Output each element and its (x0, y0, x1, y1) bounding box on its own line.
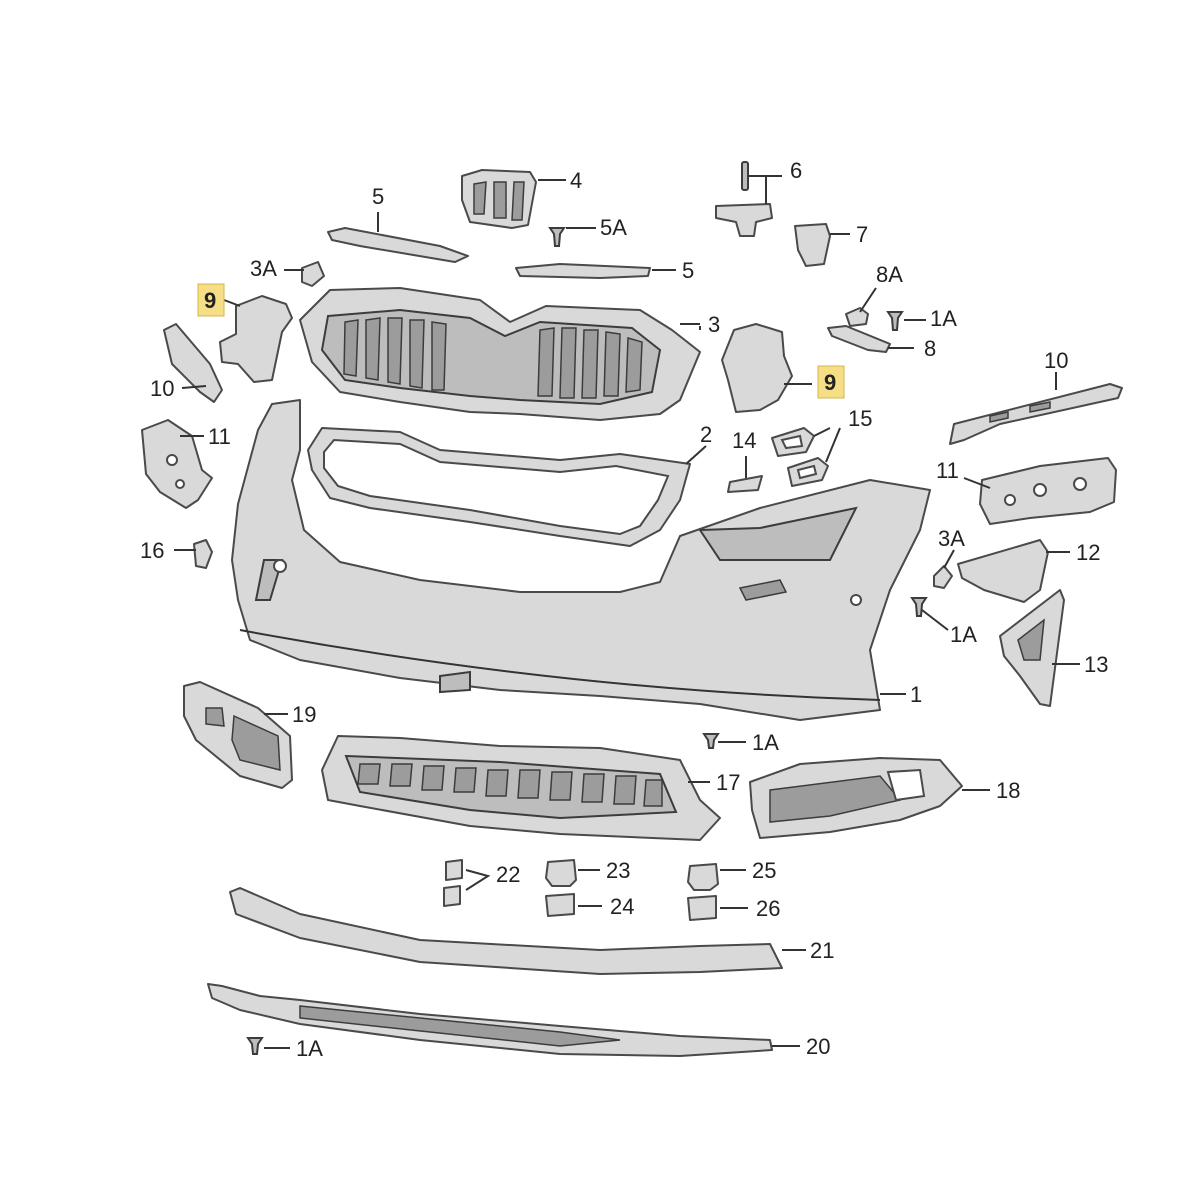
part-16-plug (193, 539, 213, 569)
part-1a-screw-upper (886, 311, 904, 331)
part-10-right-strip (949, 383, 1123, 445)
label-12: 12 (1076, 540, 1100, 565)
label-9-left: 9 (204, 288, 216, 313)
grille-vertical-bars (343, 317, 643, 399)
part-19-left-fog-grille (183, 681, 293, 789)
part-25-mount (687, 863, 719, 891)
label-6: 6 (790, 158, 802, 183)
part-3a-clip-upper (301, 261, 325, 287)
label-5-upper: 5 (372, 184, 384, 209)
label-1: 1 (910, 682, 922, 707)
part-5-middle-strip (515, 263, 651, 279)
part-18-right-fog-grille (749, 757, 963, 839)
label-5-middle: 5 (682, 258, 694, 283)
part-14-cover (727, 475, 763, 493)
part-5-upper-strip (327, 227, 469, 263)
label-1a-bottom: 1A (296, 1036, 323, 1061)
part-23-mount (545, 859, 577, 887)
part-21-spoiler-strip (229, 887, 783, 975)
label-19: 19 (292, 702, 316, 727)
label-15: 15 (848, 406, 872, 431)
highlight-9-left (197, 283, 225, 317)
label-16: 16 (140, 538, 164, 563)
label-1a-center: 1A (752, 730, 779, 755)
label-5a: 5A (600, 215, 627, 240)
part-5a-screw (548, 227, 566, 247)
label-17: 17 (716, 770, 740, 795)
label-8: 8 (924, 336, 936, 361)
label-8a: 8A (876, 262, 903, 287)
label-3a-upper: 3A (250, 256, 277, 281)
label-7: 7 (856, 222, 868, 247)
part-1a-screw-right (910, 597, 928, 617)
label-9-right: 9 (824, 370, 836, 395)
part-8-strip (827, 325, 891, 353)
label-13: 13 (1084, 652, 1108, 677)
label-4: 4 (570, 168, 582, 193)
part-20-under-tray (207, 983, 773, 1057)
part-2-grille-frame (307, 427, 691, 547)
part-3a-clip-lower (933, 565, 953, 589)
label-20: 20 (806, 1034, 830, 1059)
label-25: 25 (752, 858, 776, 883)
highlight-9-right (817, 365, 845, 399)
label-10-left: 10 (150, 376, 174, 401)
part-11-right-bracket (979, 457, 1117, 525)
part-26-mount (687, 895, 717, 921)
label-3: 3 (708, 312, 720, 337)
label-22: 22 (496, 862, 520, 887)
part-11-left-bracket (141, 419, 213, 509)
part-1-bumper-cover (231, 399, 931, 721)
lower-grille-mesh (357, 763, 663, 807)
label-10-right: 10 (1044, 348, 1068, 373)
part-4-air-guide (461, 169, 537, 229)
part-3-main-grille (299, 287, 701, 421)
part-10-left-strip (163, 323, 223, 403)
part-labels: 4 5 5A 5 6 7 8A 1A 8 3 3A 9 9 10 10 11 2… (140, 158, 1108, 1061)
part-12-bracket (957, 539, 1049, 603)
label-24: 24 (610, 894, 634, 919)
label-1a-upper: 1A (930, 306, 957, 331)
label-1a-right: 1A (950, 622, 977, 647)
part-6-sensor-holder (715, 161, 773, 237)
part-7-bracket (794, 223, 831, 267)
part-24-mount (545, 893, 575, 917)
label-23: 23 (606, 858, 630, 883)
part-22-clips (443, 859, 463, 907)
part-17-lower-grille (321, 735, 721, 841)
label-11-right: 11 (936, 458, 959, 483)
label-26: 26 (756, 896, 780, 921)
part-1a-screw-bottom (246, 1037, 264, 1055)
label-2: 2 (700, 422, 712, 447)
label-14: 14 (732, 428, 756, 453)
label-18: 18 (996, 778, 1020, 803)
label-3a-lower: 3A (938, 526, 965, 551)
part-1a-screw-center (702, 733, 720, 749)
part-8a-clip (845, 307, 869, 327)
part-9-left-bracket (219, 295, 293, 383)
part-13-side-grille (999, 589, 1065, 707)
part-15-covers (771, 427, 829, 487)
leader-lines (174, 175, 1080, 1049)
label-11-left: 11 (208, 424, 231, 449)
label-21: 21 (810, 938, 834, 963)
part-9-right-bracket (721, 323, 793, 413)
